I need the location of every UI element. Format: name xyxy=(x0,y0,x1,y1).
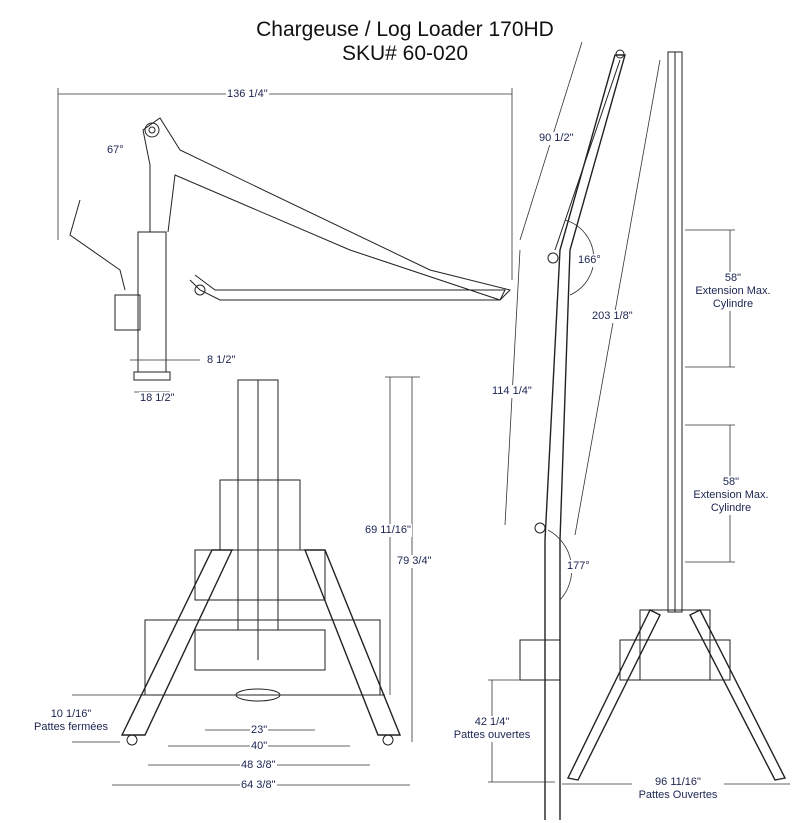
ground-clearance-value: 10 1/16" xyxy=(50,708,92,720)
dim-width-48: 48 3/8" xyxy=(240,759,277,772)
dim-width-64: 64 3/8" xyxy=(240,779,277,792)
dim-ground-clearance: 10 1/16" Pattes fermées xyxy=(30,708,112,734)
dim-boom-length: 90 1/2" xyxy=(538,132,575,145)
ext1-value: 58" xyxy=(724,272,742,284)
side-view-drawing xyxy=(57,88,513,393)
ext2-note2: Cylindre xyxy=(710,502,752,514)
dim-extension-upper: 58" Extension Max. Cylindre xyxy=(688,272,778,311)
span-value: 96 11/16" xyxy=(655,776,701,788)
span-note: Pattes Ouvertes xyxy=(638,789,718,801)
ground-clearance-note: Pattes fermées xyxy=(34,721,108,733)
dim-main-length: 114 1/4" xyxy=(491,385,533,398)
dim-angle-166: 166° xyxy=(577,254,602,267)
extended-view-drawing xyxy=(488,41,661,820)
drawing-sku: SKU# 60-020 xyxy=(341,42,469,65)
ext2-note1: Extension Max. xyxy=(693,489,769,501)
dim-width-40: 40" xyxy=(250,740,269,753)
dim-width-23: 23" xyxy=(250,724,269,737)
dim-height-inner: 69 11/16" xyxy=(364,524,412,537)
dim-angle-177: 177° xyxy=(566,560,591,573)
dim-base-width: 18 1/2" xyxy=(139,392,176,405)
dim-height-total: 79 3/4" xyxy=(396,555,433,568)
drawing-title: Chargeuse / Log Loader 170HD xyxy=(256,18,554,41)
height-open-value: 42 1/4" xyxy=(474,716,510,728)
dim-offset: 8 1/2" xyxy=(206,354,237,367)
dim-extension-lower: 58" Extension Max. Cylindre xyxy=(686,476,776,515)
height-open-note: Pattes ouvertes xyxy=(453,729,531,741)
ext1-note1: Extension Max. xyxy=(695,285,771,297)
dim-height-open: 42 1/4" Pattes ouvertes xyxy=(448,716,536,742)
rear-view-drawing xyxy=(562,51,790,785)
dim-angle-67: 67° xyxy=(106,144,125,157)
ext2-value: 58" xyxy=(722,476,740,488)
dim-reach: 203 1/8" xyxy=(591,310,634,323)
dim-span-open: 96 11/16" Pattes Ouvertes xyxy=(632,776,724,802)
front-view-drawing xyxy=(72,376,420,786)
ext1-note2: Cylindre xyxy=(712,298,754,310)
dim-overall-length: 136 1/4" xyxy=(226,88,269,101)
